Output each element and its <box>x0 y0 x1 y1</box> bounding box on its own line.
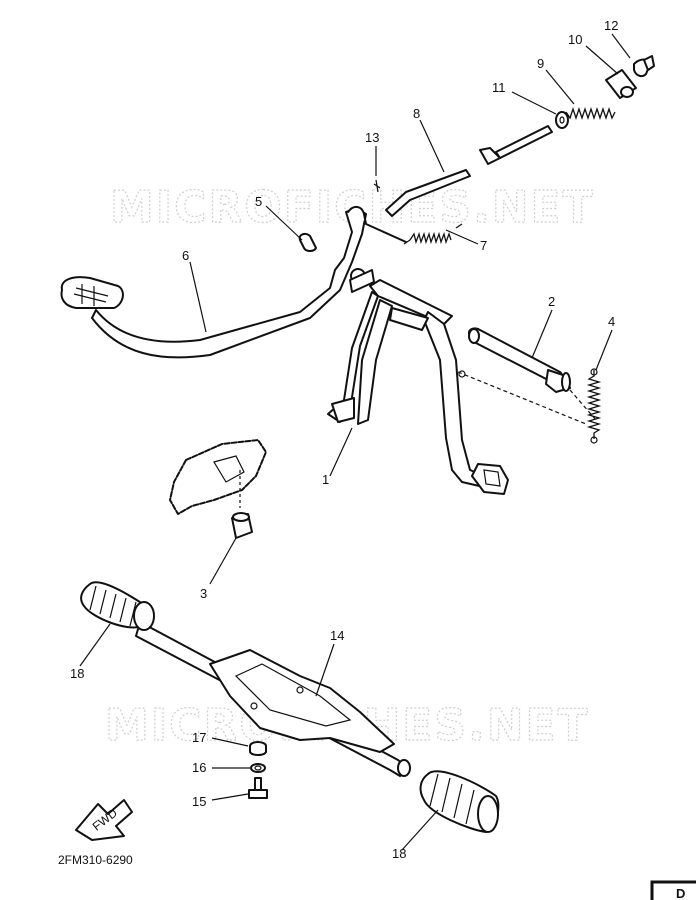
shaft-part-2 <box>457 327 597 425</box>
callout-3: 3 <box>200 586 207 601</box>
adjuster-rod-part-9 <box>479 106 616 165</box>
callout-2: 2 <box>548 294 555 309</box>
clip-part-5 <box>298 232 317 252</box>
bracket-part-3 <box>169 439 267 539</box>
callout-18-left: 18 <box>70 666 84 681</box>
leader-lines <box>79 33 631 851</box>
callout-1: 1 <box>322 472 329 487</box>
corner-tab: D <box>650 880 696 900</box>
washer-part-16 <box>250 763 266 773</box>
wing-nut-part-12 <box>633 55 655 78</box>
drawing-code: 2FM310-6290 <box>58 853 133 867</box>
callout-17: 17 <box>192 730 206 745</box>
corner-tab-letter: D <box>676 886 685 900</box>
callouts: 12 10 9 11 8 13 5 7 6 2 4 1 3 14 18 17 1… <box>70 18 618 861</box>
spring-part-7 <box>403 223 463 245</box>
callout-7: 7 <box>480 238 487 253</box>
footrest-bar-part-14 <box>135 621 411 777</box>
brake-rod-part-8 <box>347 169 471 243</box>
footrest-grip-part-18-left <box>80 581 155 631</box>
callout-4: 4 <box>608 314 615 329</box>
cotter-pin-part-13 <box>373 179 381 193</box>
callout-18-right: 18 <box>392 846 406 861</box>
callout-10: 10 <box>568 32 582 47</box>
callout-9: 9 <box>537 56 544 71</box>
callout-14: 14 <box>330 628 344 643</box>
washer-part-11 <box>555 111 569 129</box>
callout-15: 15 <box>192 794 206 809</box>
callout-6: 6 <box>182 248 189 263</box>
callout-16: 16 <box>192 760 206 775</box>
joint-part-10 <box>605 69 637 99</box>
bolt-part-15 <box>248 777 268 799</box>
callout-5: 5 <box>255 194 262 209</box>
damper-part-17 <box>249 741 267 756</box>
callout-13: 13 <box>365 130 379 145</box>
footrest-grip-part-18-right <box>419 770 500 833</box>
callout-11: 11 <box>492 80 506 95</box>
callout-8: 8 <box>413 106 420 121</box>
fwd-arrow-icon: FWD <box>75 799 133 841</box>
spring-part-4 <box>586 368 602 444</box>
main-stand-part-1 <box>327 279 509 495</box>
callout-12: 12 <box>604 18 618 33</box>
